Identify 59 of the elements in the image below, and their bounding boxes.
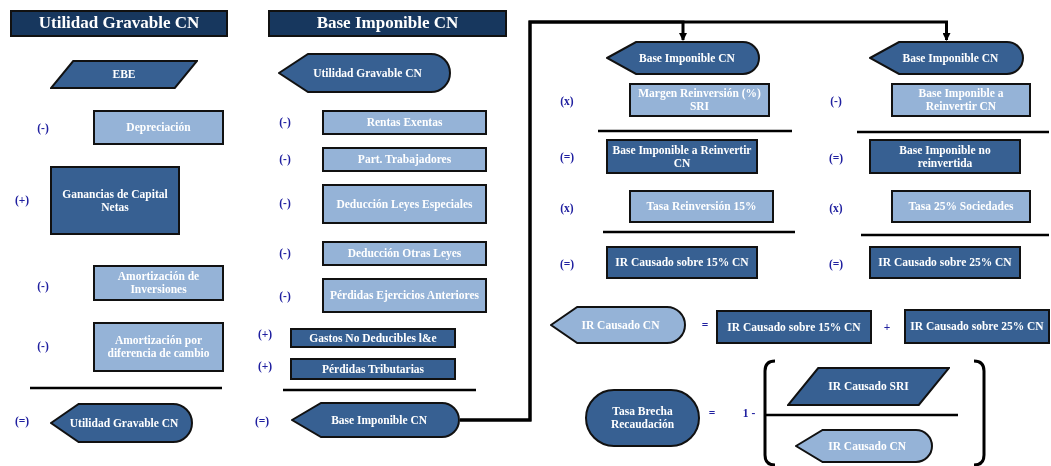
process-box: Rentas Exentas [322, 110, 487, 135]
operator-label: (x) [829, 202, 843, 214]
operator-label: (+) [14, 194, 30, 206]
operator-label: (x) [560, 95, 574, 107]
process-box: IR Causado sobre 15% CN [716, 310, 872, 344]
header-box: Base Imponible CN [268, 10, 507, 37]
operator-label: + [883, 321, 891, 333]
operator-label: (+) [257, 360, 273, 372]
operator-label: = [708, 407, 716, 419]
display-shape: Base Imponible CN [869, 41, 1024, 75]
operator-label: (x) [560, 202, 574, 214]
input-parallelogram: IR Causado SRI [787, 367, 950, 406]
process-box: Margen Reinversión (%) SRI [629, 83, 770, 117]
process-box: Depreciación [93, 110, 224, 145]
operator-label: (=) [828, 258, 844, 270]
operator-label: (+) [257, 328, 273, 340]
process-box: Base Imponible no reinvertida [869, 139, 1021, 174]
operator-label: (-) [279, 197, 291, 209]
operator-label: (=) [14, 415, 30, 427]
operator-label: (-) [279, 116, 291, 128]
process-box: Pérdidas Tributarias [290, 358, 456, 380]
process-box: IR Causado sobre 25% CN [904, 309, 1050, 344]
display-shape: Base Imponible CN [291, 402, 460, 438]
operator-label: (-) [37, 122, 49, 134]
display-shape: Utilidad Gravable CN [278, 53, 451, 93]
process-box: IR Causado sobre 25% CN [869, 246, 1021, 279]
operator-label: (-) [279, 247, 291, 259]
display-shape: Base Imponible CN [606, 41, 760, 75]
process-box: Base Imponible a Reinvertir CN [606, 139, 758, 174]
process-box: Amortización de Inversiones [93, 265, 224, 301]
process-box: Pérdidas Ejercicios Anteriores [322, 278, 487, 313]
process-box: Tasa 25% Sociedades [891, 190, 1031, 223]
input-parallelogram: EBE [50, 60, 198, 89]
operator-label: (=) [559, 151, 575, 163]
display-shape: Utilidad Gravable CN [50, 403, 193, 443]
process-box: Deducción Otras Leyes [322, 241, 487, 266]
process-box: Amortización por diferencia de cambio [93, 322, 224, 372]
operator-label: (-) [830, 95, 842, 107]
operator-label: = [701, 319, 709, 331]
process-box: Base Imponible a Reinvertir CN [891, 83, 1031, 117]
operator-label: (=) [828, 152, 844, 164]
operator-label: (-) [279, 290, 291, 302]
operator-label: (-) [37, 280, 49, 292]
process-box: Gastos No Deducibles l&e [290, 328, 456, 348]
display-shape: IR Causado CN [795, 429, 933, 463]
operator-label: (=) [254, 415, 270, 427]
operator-label: (=) [559, 258, 575, 270]
arrow [460, 20, 951, 422]
process-box: Tasa Reinversión 15% [629, 190, 774, 223]
terminal-shape: Tasa Brecha Recaudación [585, 389, 700, 447]
process-box: IR Causado sobre 15% CN [606, 246, 758, 279]
process-box: Part. Trabajadores [322, 147, 487, 172]
operator-label: 1 - [742, 407, 756, 419]
operator-label: (-) [279, 153, 291, 165]
process-box: Deducción Leyes Especiales [322, 184, 487, 224]
operator-label: (-) [37, 340, 49, 352]
process-box: Ganancias de Capital Netas [50, 166, 180, 235]
header-box: Utilidad Gravable CN [10, 10, 228, 37]
display-shape: IR Causado CN [550, 306, 686, 344]
